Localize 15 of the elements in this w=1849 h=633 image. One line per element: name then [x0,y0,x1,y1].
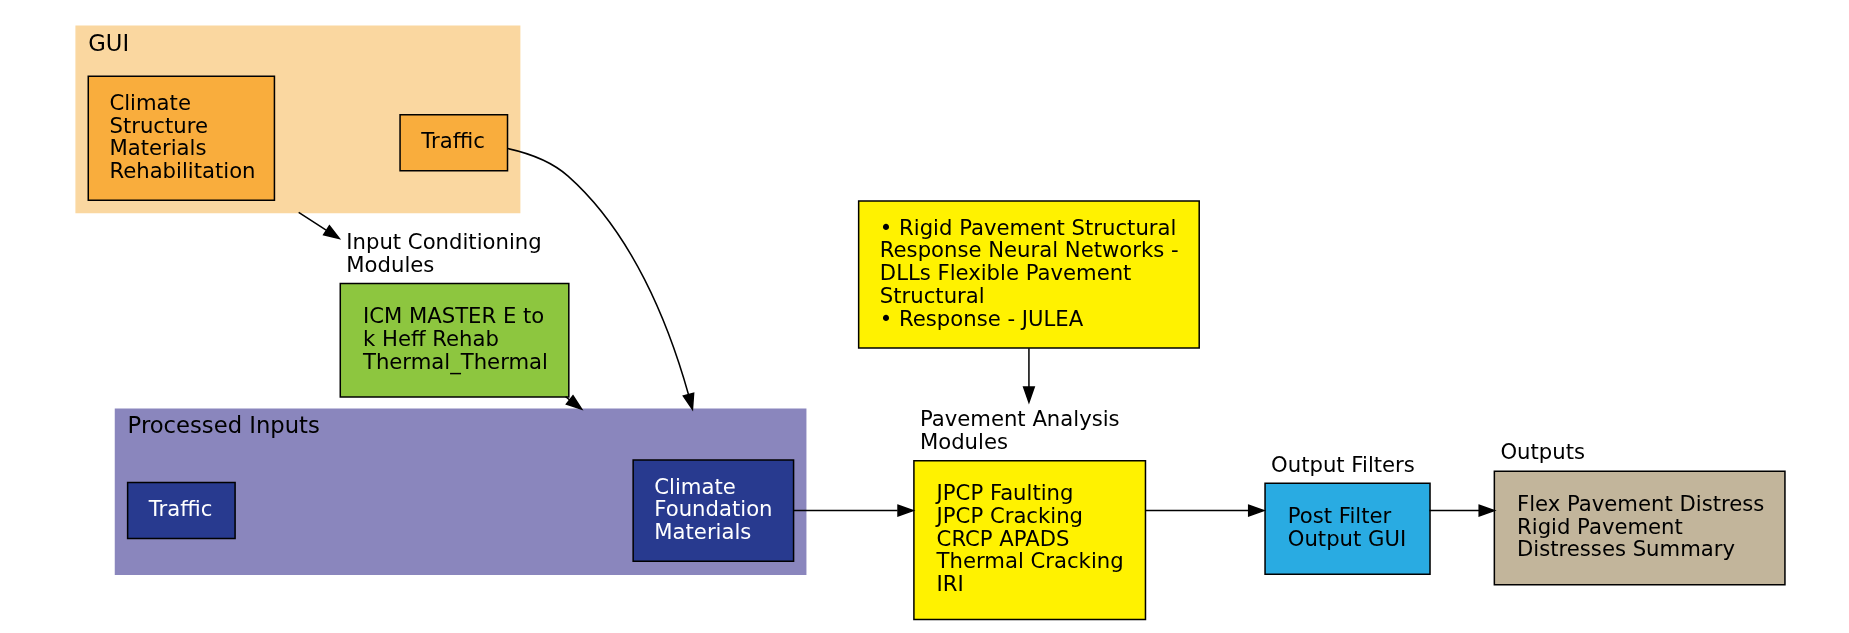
node-box: • Rigid Pavement Structural Response Neural Networks - DLLs Flexible Pavement Structural • Response - JULEA [857,200,1200,349]
node-box: Traffic [399,114,509,172]
node-box: Climate Foundation Materials [632,459,795,563]
arrow [506,147,695,412]
arrow [1144,504,1267,517]
arrow [793,504,916,517]
arrow [297,211,342,240]
node-box: Traffic [126,481,236,540]
node-label: Input Conditioning Modules [346,229,542,277]
node-label: Output Filters [1271,451,1415,477]
arrow [1428,504,1497,517]
arrow [1022,347,1036,405]
node-box: Climate Structure Materials Rehabilitation [87,75,276,202]
node-label: Outputs [1500,439,1585,465]
node-label: Pavement Analysis Modules [919,406,1120,454]
